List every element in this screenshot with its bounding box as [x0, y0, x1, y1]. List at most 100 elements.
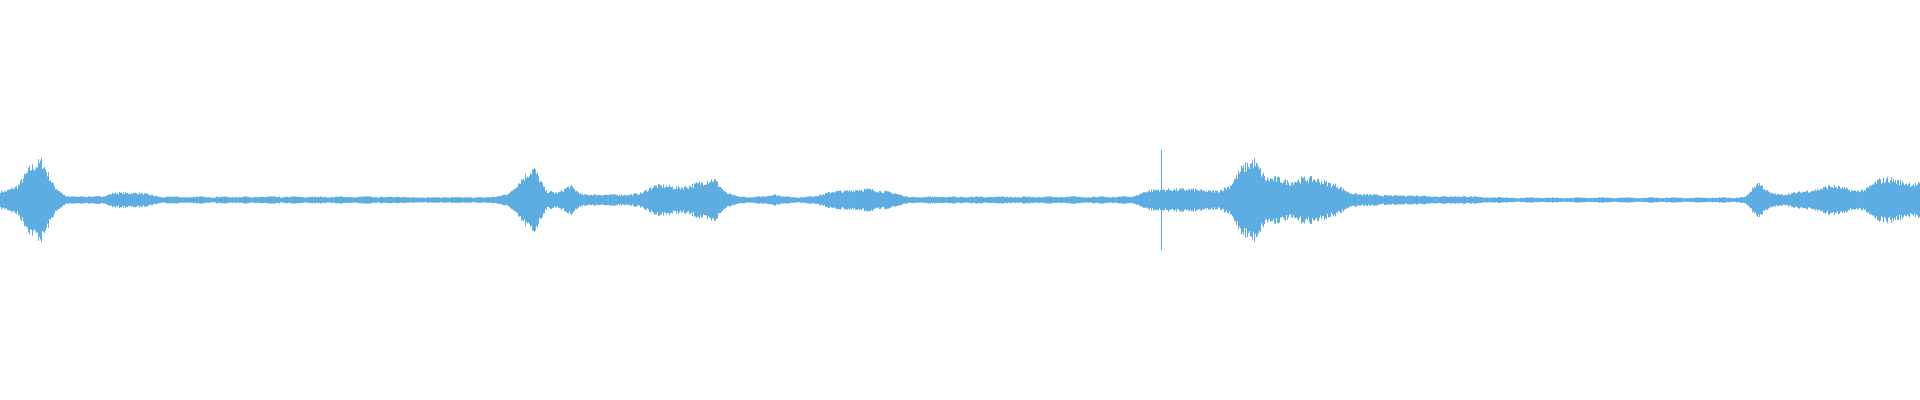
waveform-bin — [1536, 197, 1548, 203]
waveform-transient — [1161, 150, 1162, 250]
waveform-bin — [1704, 197, 1716, 203]
waveform-bin — [1884, 177, 1896, 223]
waveform-bin — [1224, 178, 1236, 222]
waveform-bin — [1692, 197, 1704, 203]
waveform-bin — [1836, 186, 1848, 214]
waveform-bin — [1428, 196, 1440, 204]
waveform-bin — [1284, 179, 1296, 221]
waveform-bin — [396, 196, 408, 204]
waveform-bin — [996, 196, 1008, 204]
waveform-bin — [324, 196, 336, 204]
waveform-bin — [264, 196, 276, 204]
waveform-bin — [516, 173, 528, 227]
waveform-bin — [228, 196, 240, 204]
waveform-bin — [744, 196, 756, 204]
waveform-bin — [528, 167, 540, 233]
waveform-bin — [1188, 188, 1200, 212]
waveform-bin — [888, 191, 900, 209]
waveform-bin — [24, 164, 36, 236]
waveform-bin — [1908, 182, 1920, 218]
waveform-bin — [204, 196, 216, 204]
waveform-bin — [12, 178, 24, 222]
waveform-bin — [216, 196, 228, 204]
waveform-bin — [960, 196, 972, 204]
waveform-bin — [504, 188, 516, 212]
waveform-bin — [1212, 189, 1224, 211]
waveform-bin — [1464, 196, 1476, 204]
waveform-bin — [1416, 195, 1428, 205]
waveform-bin — [816, 192, 828, 208]
waveform-bin — [276, 196, 288, 204]
waveform-bin — [180, 197, 192, 203]
waveform-bin — [1380, 194, 1392, 206]
waveform-bin — [1020, 196, 1032, 204]
waveform-bin — [132, 192, 144, 208]
waveform-bin — [1752, 182, 1764, 218]
waveform-bin — [1572, 197, 1584, 203]
waveform-bin — [1488, 197, 1500, 203]
waveform-bin — [1248, 158, 1260, 242]
waveform-bin — [900, 194, 912, 206]
waveform-bin — [660, 184, 672, 216]
waveform-bin — [1608, 197, 1620, 203]
waveform-bin — [1452, 196, 1464, 204]
waveform-bin — [1632, 197, 1644, 203]
waveform-bin — [444, 197, 456, 203]
waveform-bin — [732, 194, 744, 206]
waveform-bin — [1236, 162, 1248, 238]
waveform-bin — [1800, 190, 1812, 210]
waveform-bin — [408, 197, 420, 203]
waveform-bin — [1440, 196, 1452, 204]
waveform-bin — [1644, 197, 1656, 203]
waveform-bin — [1308, 176, 1320, 224]
waveform-bin — [60, 192, 72, 208]
waveform-bin — [876, 190, 888, 210]
waveform-bin — [804, 196, 816, 204]
waveform-bin — [1620, 197, 1632, 203]
waveform-bin — [456, 197, 468, 203]
waveform-bin — [648, 184, 660, 216]
waveform-bin — [144, 193, 156, 207]
waveform-bin — [1584, 197, 1596, 203]
waveform-bin — [780, 196, 792, 204]
waveform-bin — [696, 181, 708, 219]
waveform-bin — [1368, 194, 1380, 206]
waveform-bin — [720, 186, 732, 214]
waveform-bin — [1332, 183, 1344, 217]
waveform-bin — [1896, 179, 1908, 221]
waveform-bin — [1176, 188, 1188, 212]
waveform-bin — [336, 196, 348, 204]
waveform-bin — [588, 194, 600, 206]
waveform-bin — [1164, 188, 1176, 212]
waveform-bin — [1668, 197, 1680, 203]
waveform-bin — [1860, 185, 1872, 215]
waveform-bin — [1512, 197, 1524, 203]
waveform-bin — [108, 192, 120, 208]
waveform-bin — [912, 196, 924, 204]
waveform-bin — [468, 197, 480, 203]
waveform-bin — [1128, 193, 1140, 207]
waveform-bin — [492, 194, 504, 206]
waveform-bin — [1200, 189, 1212, 211]
waveform-bin — [1092, 196, 1104, 204]
waveform-bin — [984, 196, 996, 204]
waveform-bin — [48, 172, 60, 228]
waveform-bin — [84, 196, 96, 204]
waveform-bin — [1656, 197, 1668, 203]
waveform-bin — [96, 195, 108, 205]
waveform-bin — [252, 196, 264, 204]
waveform-bin — [1764, 189, 1776, 211]
waveform-bin — [768, 194, 780, 206]
waveform-bin — [1524, 197, 1536, 203]
waveform-bin — [1560, 197, 1572, 203]
waveform-bin — [792, 196, 804, 204]
waveform-bin — [1032, 196, 1044, 204]
waveform-bin — [1068, 196, 1080, 204]
waveform-bin — [1728, 197, 1740, 203]
waveform-bin — [600, 194, 612, 206]
waveform-bin — [540, 180, 552, 220]
waveform-bin — [684, 183, 696, 217]
waveform-bin — [564, 185, 576, 215]
waveform-bin — [1008, 196, 1020, 204]
